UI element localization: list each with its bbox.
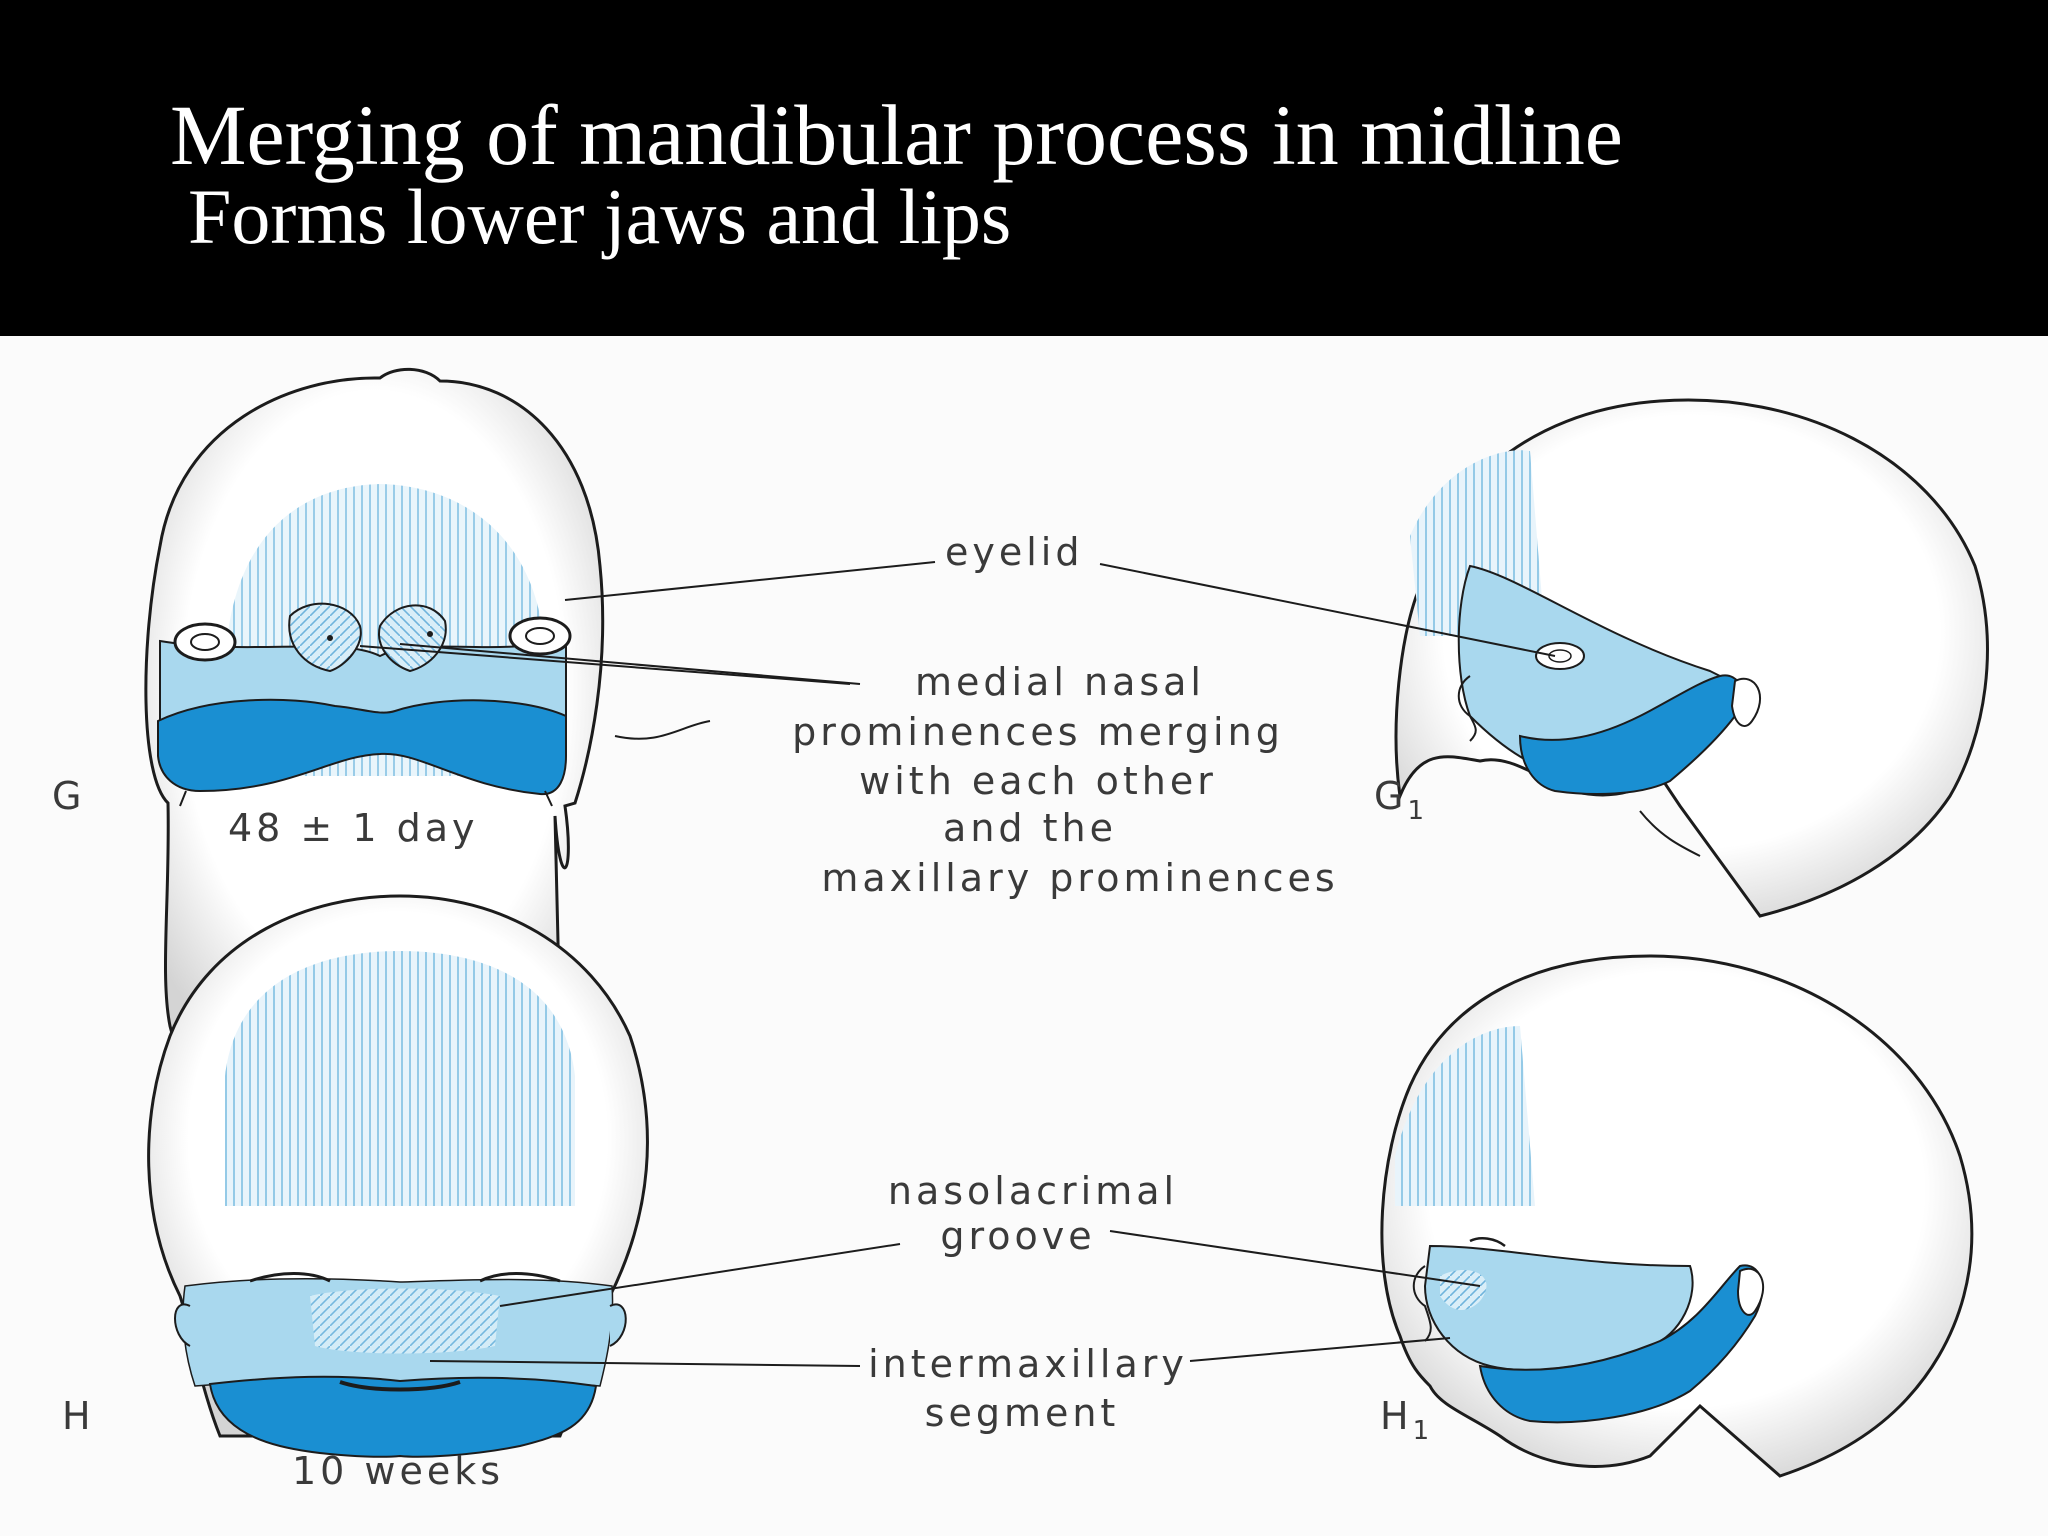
- label-intermaxillary-segment: intermaxillary segment: [868, 1342, 1188, 1435]
- label-nasolacrimal-line: nasolacrimal: [888, 1169, 1178, 1213]
- panel-letter-h: H: [62, 1394, 95, 1438]
- slide-subtitle: Forms lower jaws and lips: [188, 173, 1012, 260]
- label-medial-nasal: medial nasal prominences merging with ea…: [792, 660, 1338, 900]
- panel-letter-h1: H1: [1380, 1394, 1433, 1446]
- panel-g1-head: [1394, 398, 1989, 918]
- label-nasolacrimal-groove: nasolacrimal groove: [888, 1169, 1178, 1258]
- label-intermaxillary-line: segment: [925, 1391, 1120, 1435]
- label-medial-nasal-line: and the: [943, 806, 1117, 850]
- label-intermaxillary-line: intermaxillary: [868, 1342, 1188, 1386]
- age-caption-h: 10 weeks: [292, 1449, 504, 1493]
- label-medial-nasal-line: medial nasal: [915, 660, 1205, 704]
- embryo-face-figure: G G1 H H1 48 ± 1 day 10 weeks eyelid med…: [0, 336, 2048, 1536]
- panel-h1-head: [1380, 954, 1974, 1478]
- panel-letter-g: G: [52, 774, 85, 818]
- slide-title: Merging of mandibular process in midline: [170, 87, 1623, 183]
- title-bar: Merging of mandibular process in midline…: [0, 0, 2048, 336]
- label-medial-nasal-line: maxillary prominences: [821, 856, 1338, 900]
- age-caption-g: 48 ± 1 day: [228, 806, 479, 850]
- panel-h-head: [147, 894, 649, 1458]
- leader-lines: [359, 561, 1556, 1367]
- label-medial-nasal-line: with each other: [859, 759, 1217, 803]
- label-medial-nasal-line: prominences merging: [792, 710, 1284, 754]
- label-eyelid: eyelid: [945, 530, 1083, 574]
- panel-g-head: [144, 367, 605, 1088]
- label-nasolacrimal-line: groove: [940, 1214, 1095, 1258]
- panel-letter-g1: G1: [1374, 774, 1428, 826]
